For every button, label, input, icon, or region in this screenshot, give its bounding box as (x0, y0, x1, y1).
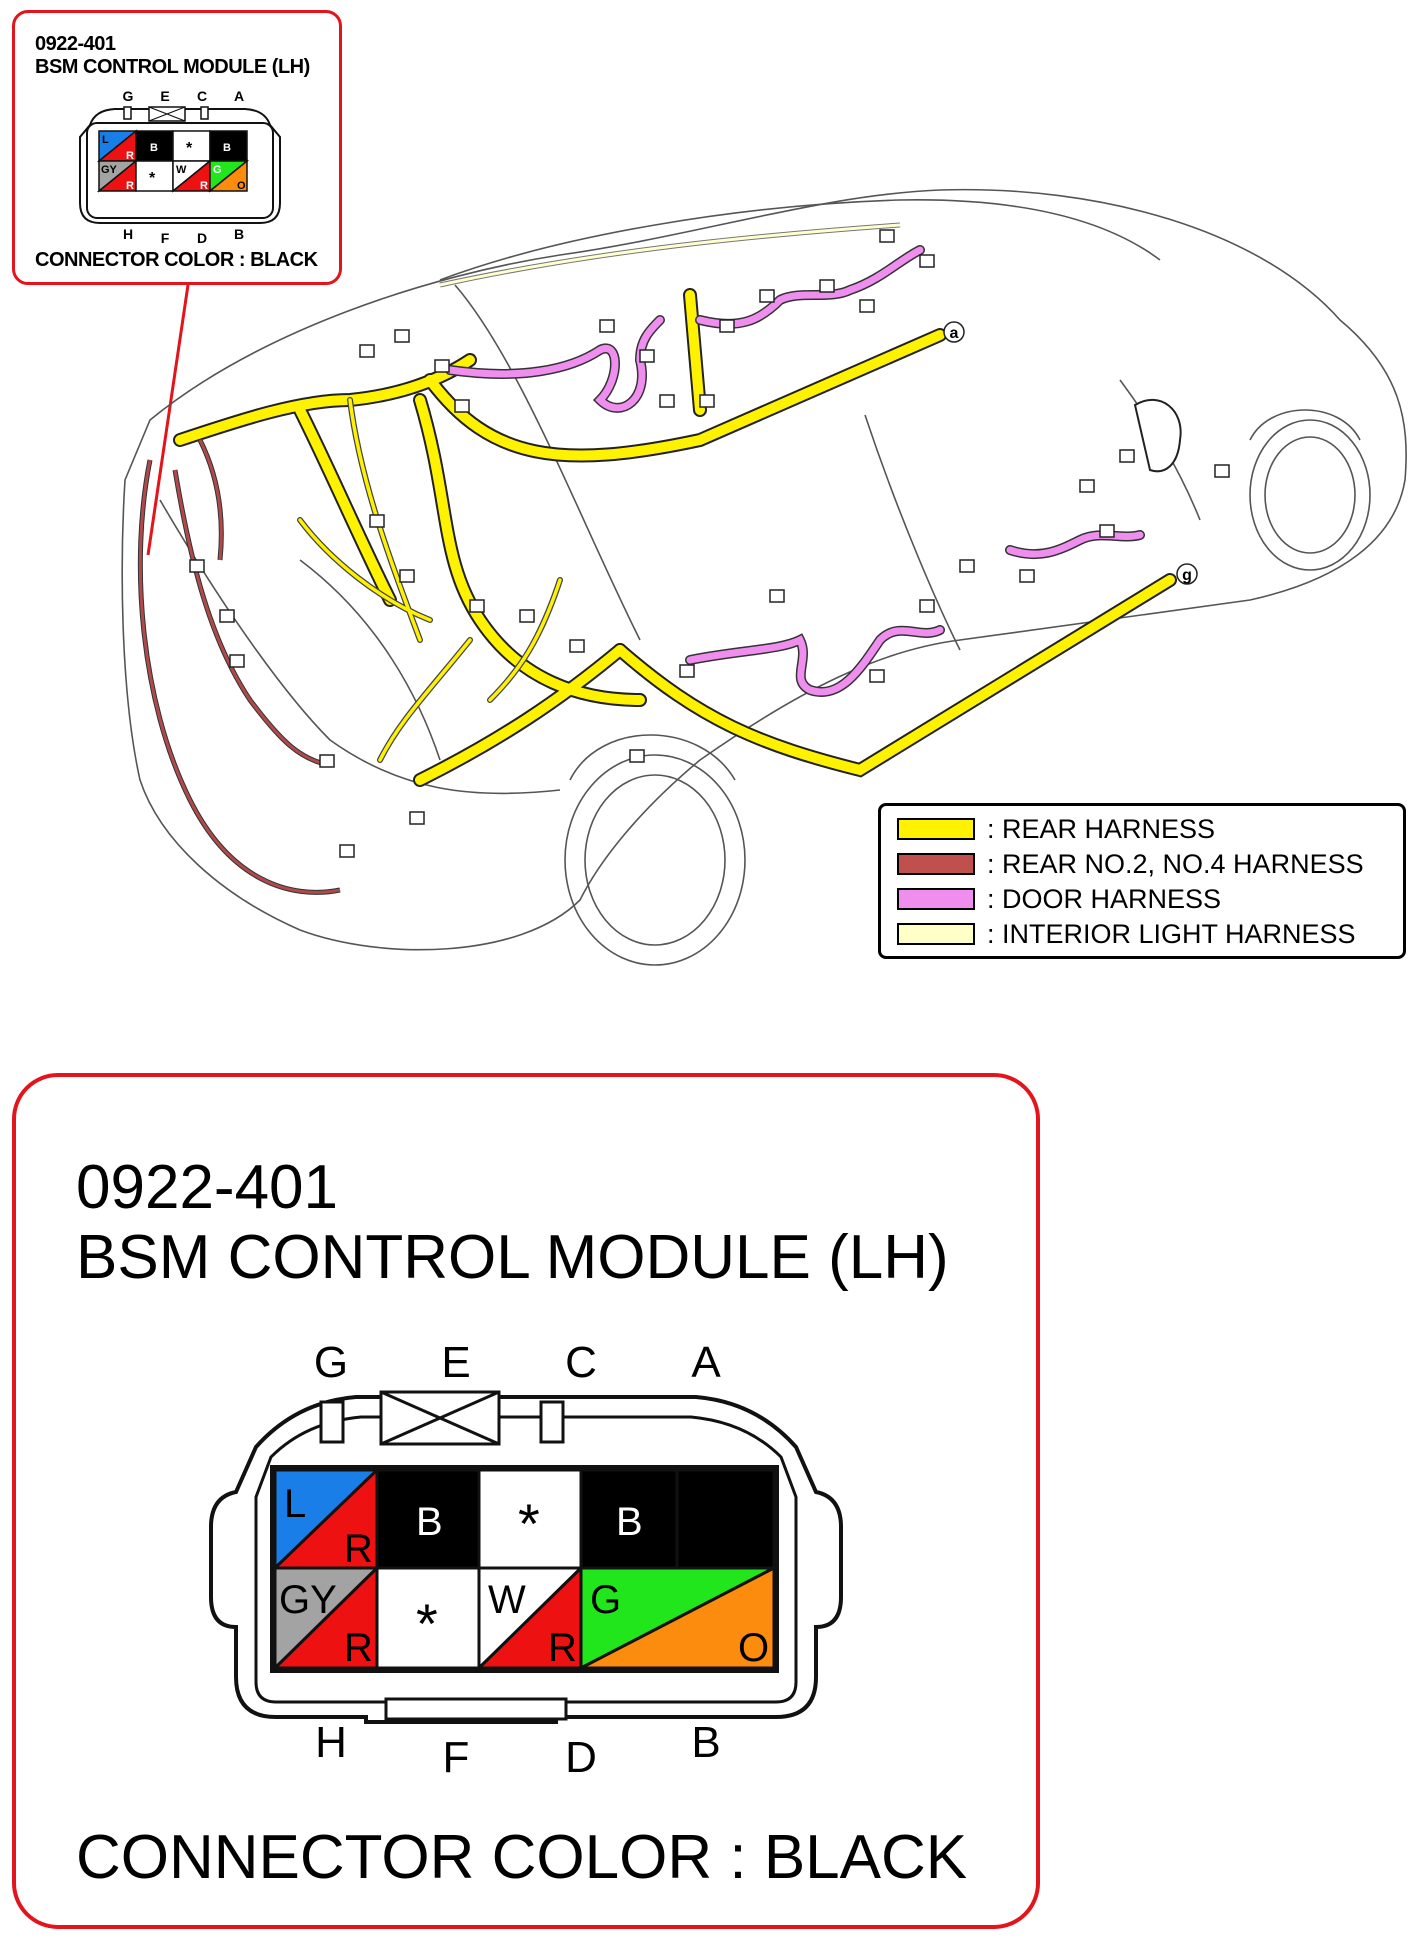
rear-harness (173, 288, 1177, 787)
inset-pin-label-bottom-3: D (197, 230, 207, 245)
callout-g-label: g (1182, 567, 1192, 584)
inset-connector-name: BSM CONTROL MODULE (LH) (35, 56, 310, 78)
cell-gy: GY (279, 1578, 337, 1622)
cell-star1: * (518, 1492, 540, 1555)
side-mirror (1133, 399, 1182, 473)
inset-pin-label-bottom-1: H (123, 226, 133, 242)
legend-label: : DOOR HARNESS (987, 883, 1222, 914)
connector-color: CONNECTOR COLOR : BLACK (76, 1823, 968, 1892)
vehicle-harness-diagram: a g (121, 188, 1407, 966)
legend-swatch-pink (897, 888, 975, 910)
legend-label: : REAR NO.2, NO.4 HARNESS (987, 848, 1364, 879)
leader-line (146, 284, 190, 556)
inset-cell-b2: B (223, 142, 231, 154)
pin-label-a: A (691, 1338, 721, 1387)
inset-pin-label-top-1: G (123, 88, 134, 104)
cell-h1-lower: R (344, 1527, 373, 1571)
inset-cell-w-lower: R (200, 180, 208, 192)
pin-label-h: H (315, 1718, 347, 1767)
callout-a-label: a (950, 325, 959, 342)
legend-swatch-cream (897, 923, 975, 945)
inset-connector-code: 0922-401 (35, 33, 116, 55)
cell-g: G (590, 1578, 621, 1622)
harness-legend: : REAR HARNESS : REAR NO.2, NO.4 HARNESS… (878, 803, 1406, 959)
connector-face: G E C A H F D B (209, 1338, 843, 1782)
connector-name: BSM CONTROL MODULE (LH) (76, 1223, 949, 1292)
connector-detail-box: 0922-401 BSM CONTROL MODULE (LH) G E C A… (12, 1073, 1040, 1929)
inset-connector-box: 0922-401 BSM CONTROL MODULE (LH) G E C A… (12, 10, 342, 285)
cell-o: O (738, 1626, 769, 1670)
inset-pin-label-bottom-4: B (234, 226, 244, 242)
inset-cell-gy: GY (101, 164, 118, 176)
inset-cell-o: O (237, 180, 246, 192)
inset-cell-g: G (213, 164, 222, 176)
cell-star2: * (416, 1592, 438, 1655)
inset-pin-label-top-4: A (234, 88, 244, 104)
inset-cell-w: W (176, 164, 187, 176)
inset-pin-label-top-3: C (197, 88, 207, 104)
inset-cell-star1: * (186, 140, 193, 157)
inset-cell-h-lower: R (126, 150, 134, 162)
harness-connectors (189, 229, 1230, 858)
cell-gy-lower: R (344, 1626, 373, 1670)
cell-b2: B (616, 1500, 643, 1544)
pin-label-c: C (565, 1338, 597, 1387)
interior-light-harness (439, 222, 901, 288)
cell-w-lower: R (548, 1626, 577, 1670)
callout-g: g (1176, 563, 1198, 585)
inset-connector-face: G E C A H F D B L R B (79, 88, 281, 245)
legend-item-door-harness: : DOOR HARNESS (897, 884, 1221, 914)
inset-cell-star2: * (149, 170, 156, 187)
pin-label-b: B (691, 1718, 720, 1767)
callout-a: a (943, 321, 965, 343)
car-body-outline (121, 188, 1407, 966)
pin-label-d: D (565, 1733, 597, 1782)
inset-pin-label-top-2: E (160, 88, 169, 104)
legend-swatch-yellow (897, 818, 975, 840)
pin-label-e: E (441, 1338, 470, 1387)
legend-label: : INTERIOR LIGHT HARNESS (987, 918, 1356, 949)
inset-pin-label-bottom-2: F (161, 230, 170, 245)
door-harness (445, 245, 1145, 697)
inset-connector-color: CONNECTOR COLOR : BLACK (35, 249, 318, 271)
connector-code: 0922-401 (76, 1153, 339, 1222)
legend-swatch-brown (897, 853, 975, 875)
pin-label-f: F (443, 1733, 470, 1782)
legend-label: : REAR HARNESS (987, 813, 1216, 844)
legend-item-interior-light-harness: : INTERIOR LIGHT HARNESS (897, 919, 1356, 949)
inset-cell-h-upper: L (102, 134, 109, 146)
cell-b1: B (416, 1500, 443, 1544)
inset-cell-gy-lower: R (126, 180, 134, 192)
rear-no2-no4-harness (137, 438, 341, 895)
pin-label-g: G (314, 1338, 348, 1387)
legend-item-rear-no2-no4-harness: : REAR NO.2, NO.4 HARNESS (897, 849, 1364, 879)
legend-item-rear-harness: : REAR HARNESS (897, 814, 1215, 844)
inset-cell-b1: B (150, 142, 158, 154)
cell-w: W (488, 1578, 526, 1622)
cell-h1-upper: L (284, 1482, 306, 1526)
